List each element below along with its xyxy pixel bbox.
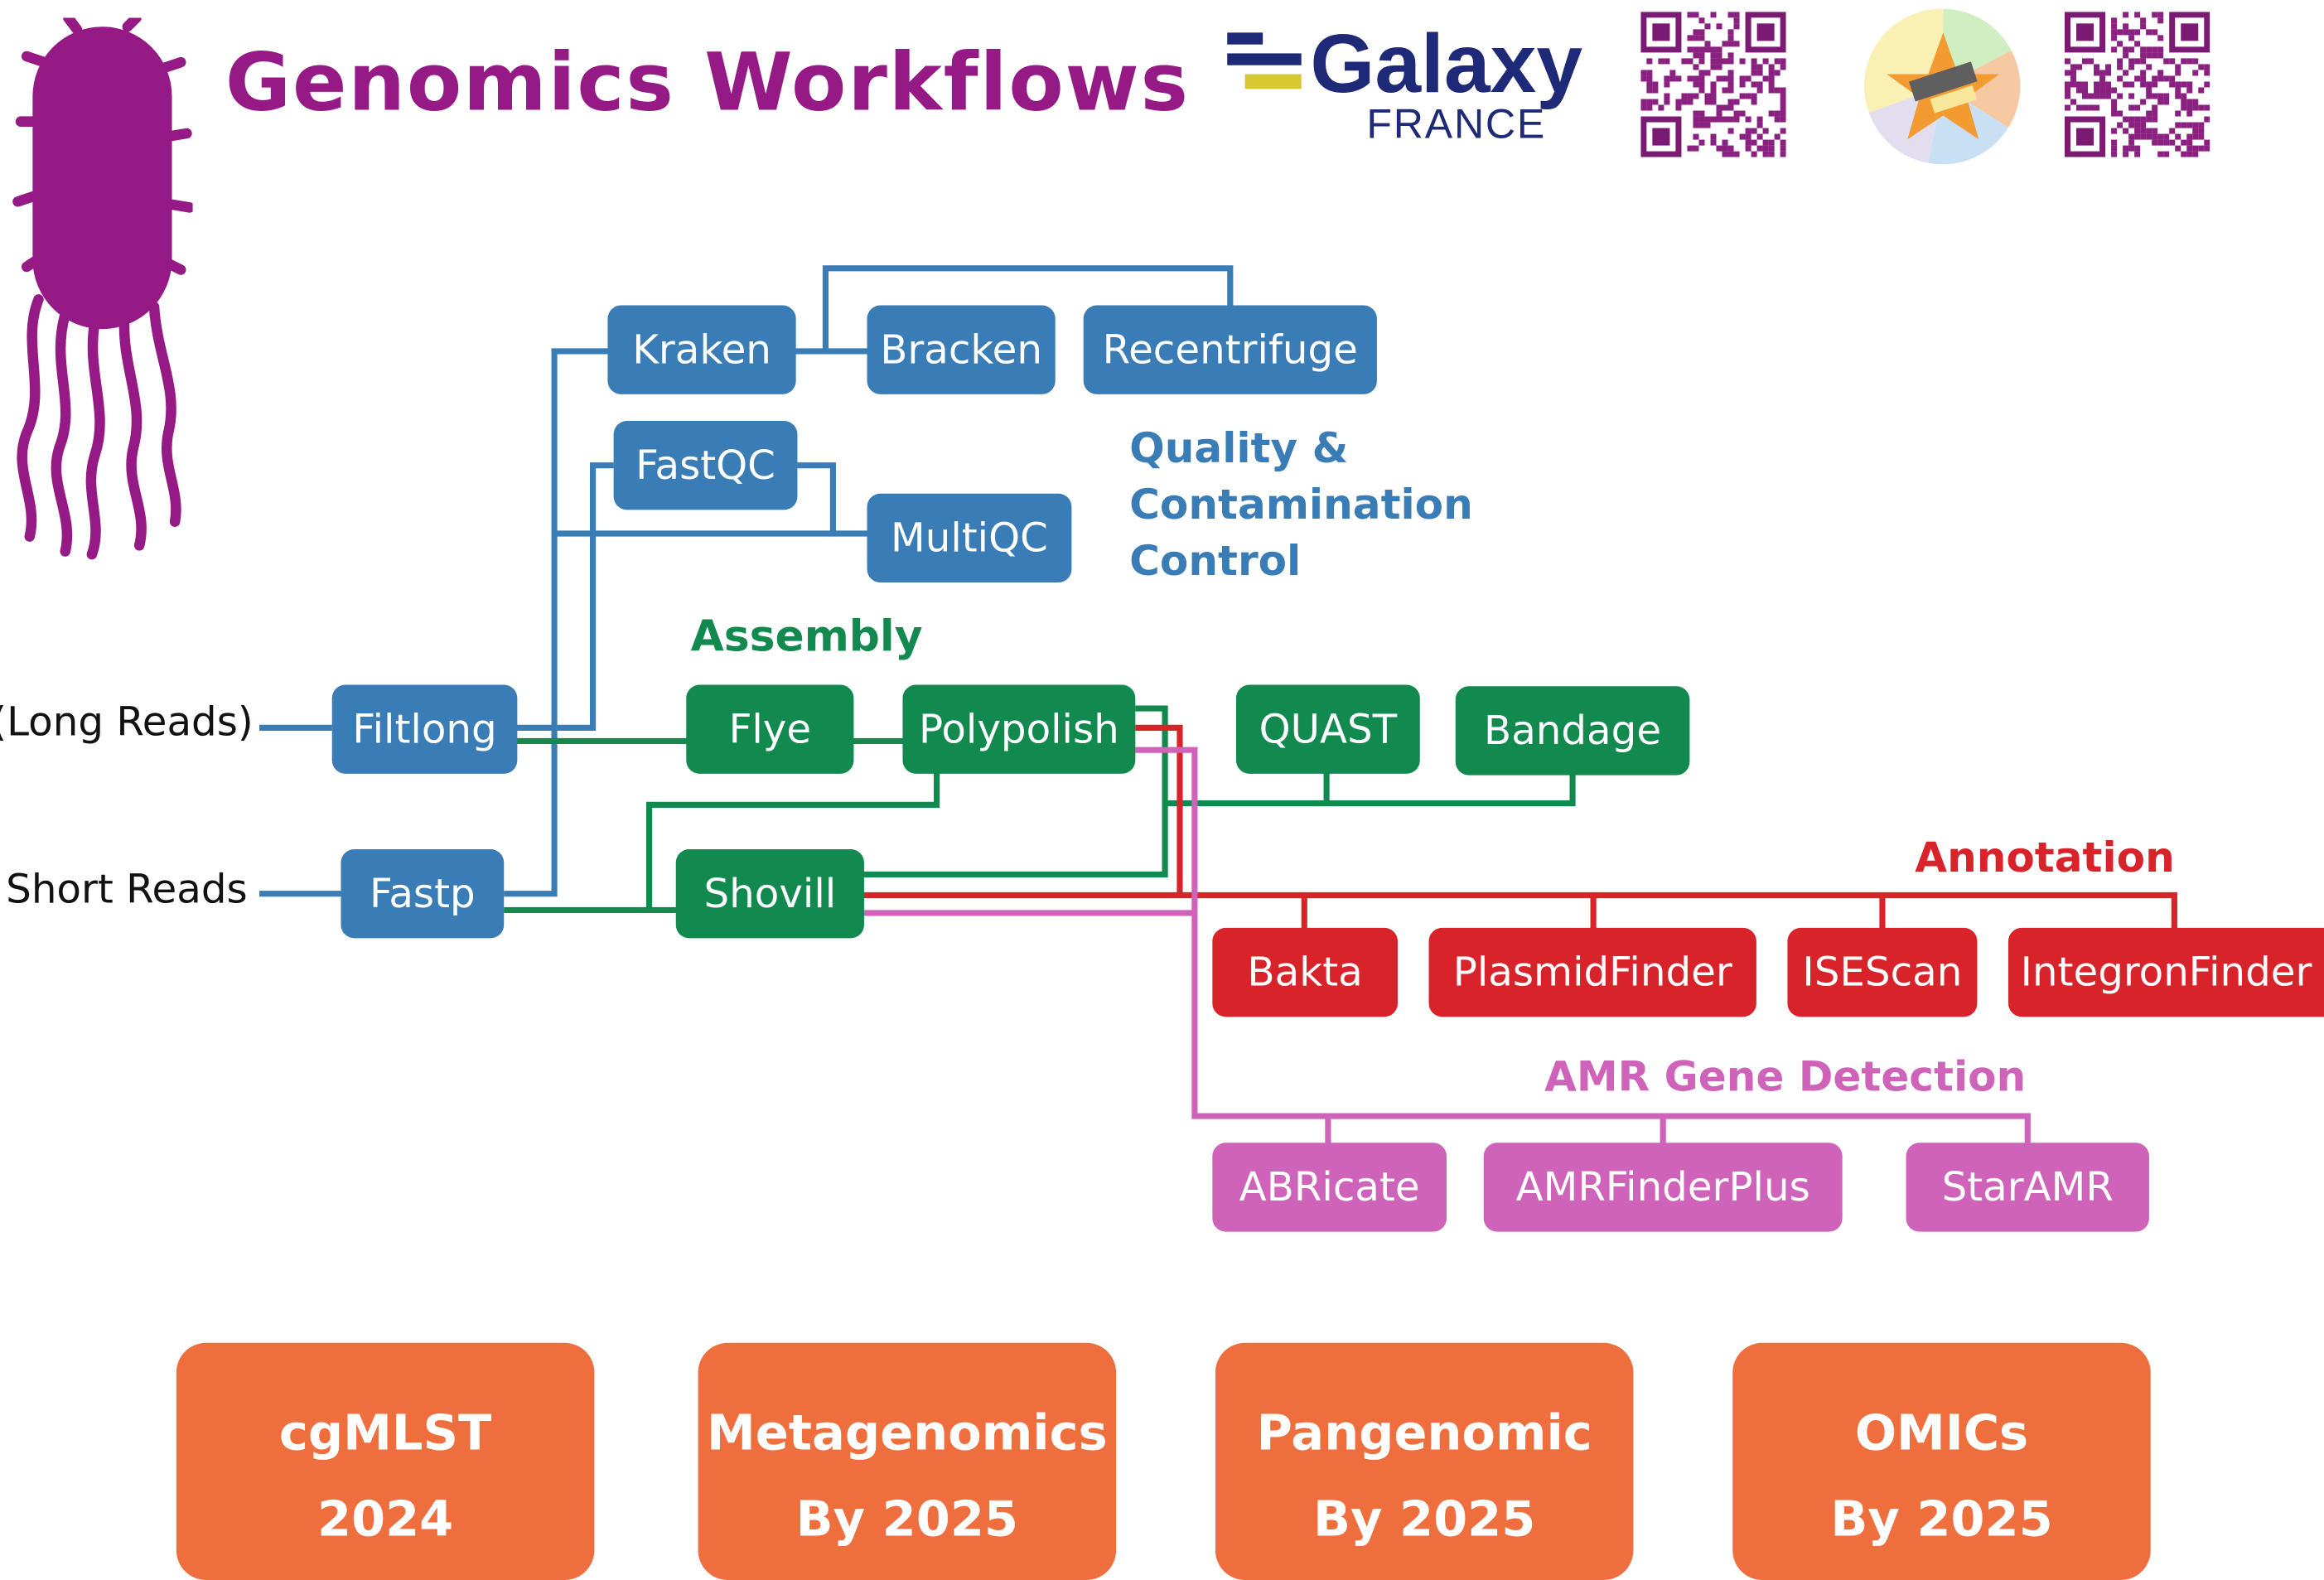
card-title: Pangenomic [1256, 1404, 1592, 1462]
card-title: OMICs [1854, 1404, 2029, 1462]
node-filtlong[interactable]: Filtlong [331, 684, 518, 774]
long-reads-label: (Long Reads) [0, 699, 254, 746]
card-title: Metagenomics [707, 1404, 1108, 1462]
bacterium-icon [12, 17, 193, 560]
node-isescan[interactable]: ISEScan [1787, 927, 1978, 1017]
node-flye[interactable]: Flye [686, 684, 854, 774]
amr-connectors [862, 747, 2031, 1145]
roadmap-card-pangenomic[interactable]: Pangenomic By 2025 [1215, 1342, 1634, 1580]
roadmap-card-cgmlst[interactable]: cgMLST 2024 [176, 1342, 595, 1580]
node-staramr[interactable]: StarAMR [1906, 1143, 2149, 1232]
galaxy-wordmark: Galaxy [1310, 16, 1583, 110]
qc-label-line3: Control [1129, 536, 1302, 586]
assembly-connectors [504, 705, 1576, 913]
node-multiqc[interactable]: MultiQC [867, 493, 1072, 583]
node-kraken[interactable]: Kraken [607, 305, 796, 394]
assembly-section-label: Assembly [690, 611, 923, 661]
galaxy-france-logo: Galaxy FRANCE [1225, 15, 1613, 157]
node-recentrifuge[interactable]: Recentrifuge [1083, 305, 1377, 394]
card-title: cgMLST [278, 1404, 492, 1462]
qc-label-line2: Contamination [1129, 480, 1473, 529]
page-title: Genomics Workflows [225, 35, 1190, 129]
galaxy-subtitle: FRANCE [1366, 100, 1547, 147]
qr-code-icon[interactable] [1640, 12, 1786, 157]
galaxy-logo-icon [1227, 32, 1302, 89]
node-bracken[interactable]: Bracken [867, 305, 1056, 394]
node-integronfinder[interactable]: IntegronFinder [2008, 927, 2324, 1017]
annotation-connectors [862, 724, 2177, 931]
node-quast[interactable]: QUAST [1235, 684, 1420, 774]
card-date: By 2025 [795, 1489, 1018, 1548]
node-fastp[interactable]: Fastp [341, 849, 505, 939]
qc-label-line1: Quality & [1129, 423, 1349, 473]
node-bandage[interactable]: Bandage [1455, 686, 1690, 776]
node-bakta[interactable]: Bakta [1212, 927, 1398, 1017]
roadmap-card-omics[interactable]: OMICs By 2025 [1732, 1342, 2151, 1580]
card-date: 2024 [316, 1489, 454, 1548]
card-date: By 2025 [1830, 1489, 2053, 1548]
node-plasmidfinder[interactable]: PlasmidFinder [1428, 927, 1756, 1017]
node-fastqc[interactable]: FastQC [613, 421, 798, 510]
color-wheel-logo-icon [1864, 8, 2021, 165]
qc-connectors [259, 265, 1234, 897]
roadmap-card-metagenomics[interactable]: Metagenomics By 2025 [698, 1342, 1117, 1580]
short-reads-label: Short Reads [6, 867, 248, 913]
node-polypolish[interactable]: Polypolish [902, 684, 1136, 774]
node-shovill[interactable]: Shovill [675, 849, 864, 939]
amr-section-label: AMR Gene Detection [1544, 1052, 2027, 1102]
node-abricate[interactable]: ABRicate [1212, 1143, 1447, 1232]
node-amrfinderplus[interactable]: AMRFinderPlus [1483, 1143, 1843, 1232]
qc-section-label: Quality & Contamination Control [1129, 421, 1473, 590]
qr-code-icon[interactable] [2064, 12, 2210, 157]
card-date: By 2025 [1312, 1489, 1536, 1548]
annotation-section-label: Annotation [1915, 833, 2175, 882]
